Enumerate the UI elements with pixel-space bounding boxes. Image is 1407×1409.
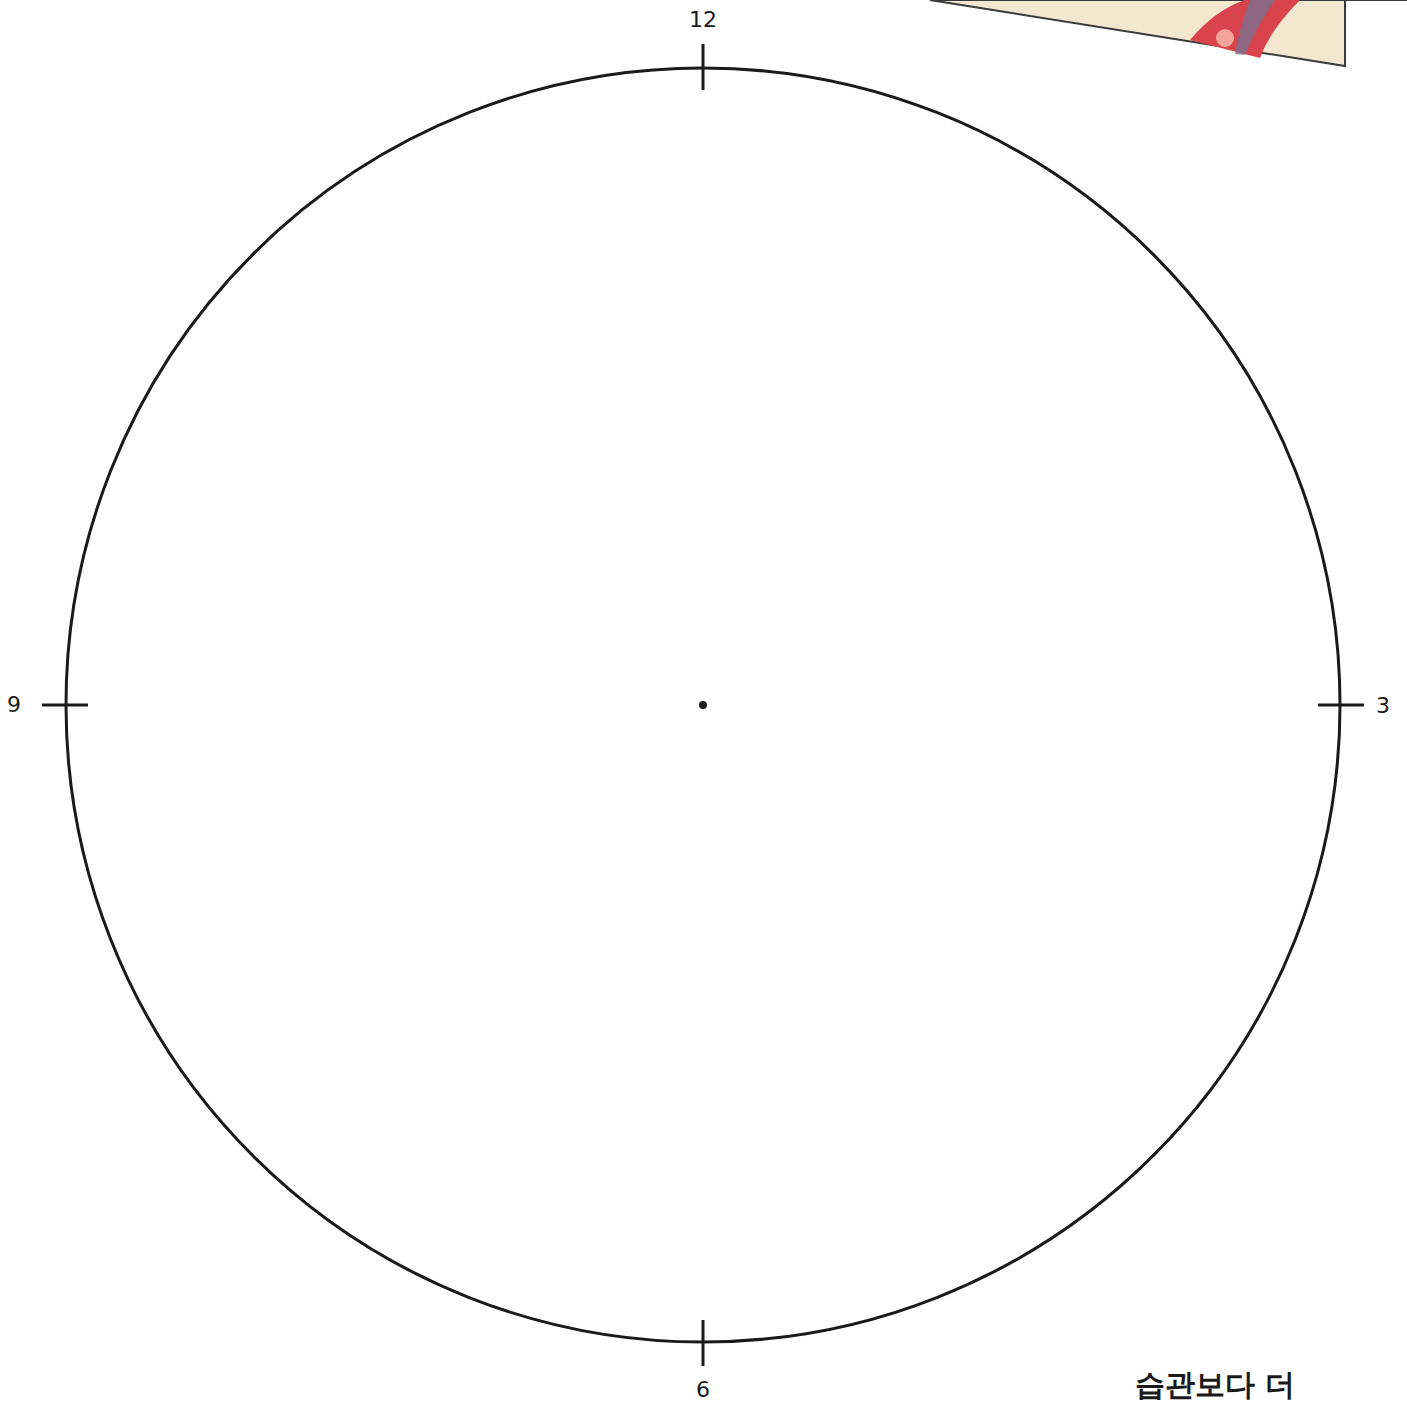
corner-illustration: [930, 0, 1407, 66]
hour-number: 6: [696, 1379, 710, 1401]
hour-number: 9: [7, 694, 21, 716]
hour-number: 3: [1376, 695, 1390, 717]
clock-circle: [66, 68, 1340, 1342]
center-dot: [699, 701, 707, 709]
hour-number: 12: [689, 9, 717, 31]
caption-text: 습관보다 더: [1135, 1370, 1295, 1400]
tick-marks: [42, 44, 1364, 1366]
